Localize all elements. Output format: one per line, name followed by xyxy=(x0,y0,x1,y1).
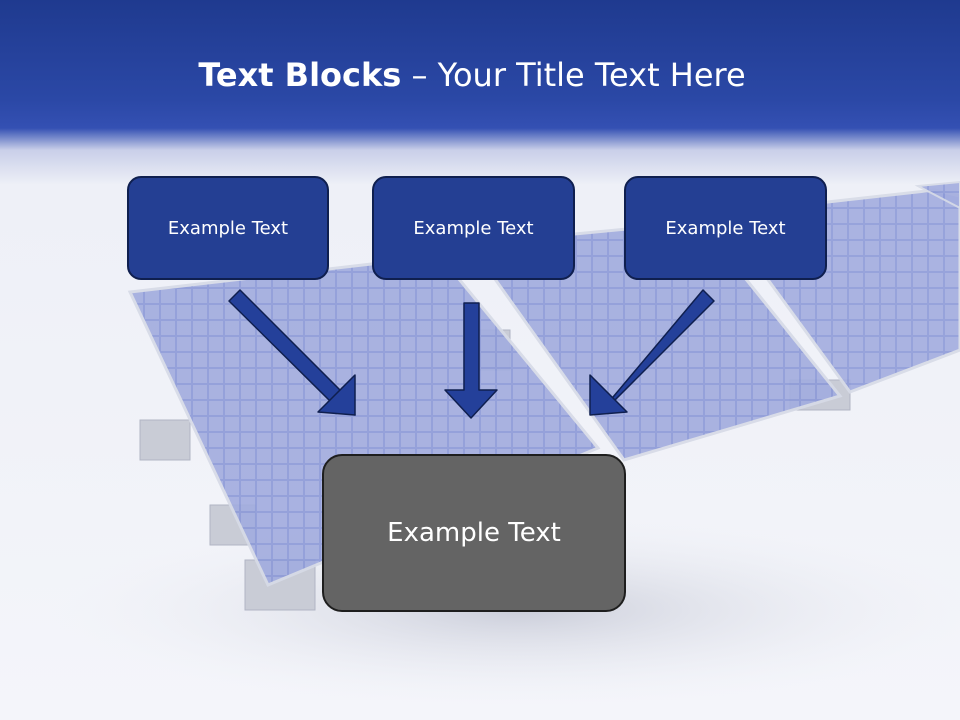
result-text-block[interactable]: Example Text xyxy=(322,454,626,612)
arrow-down-left-icon xyxy=(589,289,715,416)
result-text-block-label: Example Text xyxy=(387,518,561,548)
title-rest: Your Title Text Here xyxy=(437,56,746,94)
slide-title: Text Blocks – Your Title Text Here xyxy=(0,52,944,98)
text-block-3[interactable]: Example Text xyxy=(624,176,827,280)
arrow-down-right-icon xyxy=(228,289,356,416)
title-bold: Text Blocks xyxy=(198,56,402,94)
text-block-2-label: Example Text xyxy=(413,217,534,239)
text-block-1[interactable]: Example Text xyxy=(127,176,329,280)
text-block-1-label: Example Text xyxy=(167,217,289,239)
title-separator: – xyxy=(401,56,438,94)
arrow-down-icon xyxy=(444,302,498,419)
text-block-3-label: Example Text xyxy=(665,217,786,239)
text-block-2[interactable]: Example Text xyxy=(372,176,575,280)
